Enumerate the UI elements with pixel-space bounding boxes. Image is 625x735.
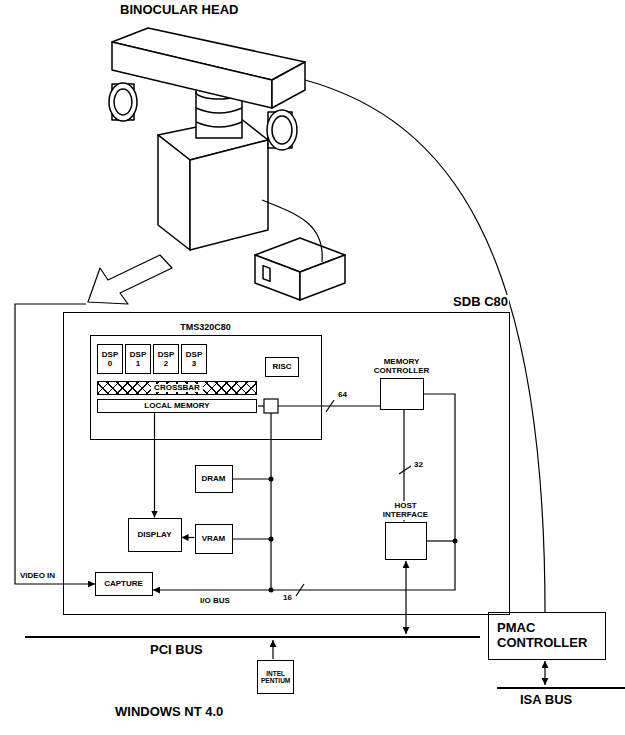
component-box: VRAM [195,524,233,554]
box-heading: SDB C80 [452,295,509,310]
component-box: CROSSBAR [97,381,257,395]
bus-label: VIDEO IN [20,571,55,580]
box-label: DSP 2 [156,350,176,368]
bus-label: 16 [283,593,292,602]
component-box: DSP 2 [153,344,179,374]
isa-bus-line [497,687,625,689]
component-box: DSP 1 [125,344,151,374]
bus-connector [182,537,195,538]
box-heading: MEMORY CONTROLLER [373,357,431,375]
binocular-head [109,28,305,250]
component-box: DSP 0 [97,344,123,374]
bus-junction [269,477,458,593]
component-box: DRAM [195,465,233,493]
bus-wires [15,304,545,685]
component-box: MEMORY CONTROLLER [380,378,424,410]
bus-connector [154,413,155,518]
box-label: VRAM [202,534,226,543]
box-label: DSP 0 [100,350,120,368]
box-label: CAPTURE [104,579,143,588]
cable [262,80,545,612]
component-box: DISPLAY [128,518,182,552]
component-box: DSP 3 [181,344,207,374]
component-box: LOCAL MEMORY [97,399,257,413]
bus-label: I/O BUS [200,596,230,605]
box-label: LOCAL MEMORY [144,401,209,410]
component-box: INTEL PENTIUM [257,660,294,694]
box-label: PMAC CONTROLLER [497,621,597,651]
box-label: INTEL PENTIUM [261,670,290,685]
component-box: CAPTURE [95,572,153,596]
caption-label: WINDOWS NT 4.0 [115,705,223,720]
box-label: DSP 3 [184,350,204,368]
board-box: SDB C80TMS320C80DSP 0DSP 1DSP 2DSP 3RISC… [63,312,510,615]
caption-label: PCI BUS [150,643,203,658]
box-label: RISC [272,362,291,371]
box-label: DISPLAY [138,530,172,539]
pci-bus-line [25,636,480,638]
box-heading: HOST INTERFACE [382,501,429,519]
caption-label: BINOCULAR HEAD [120,3,238,18]
caption-label: ISA BUS [520,693,572,708]
box-label: CROSSBAR [151,384,203,392]
bus-label: 32 [414,460,423,469]
component-box: RISC [265,357,299,377]
box-label: DRAM [202,474,226,483]
component-box: TMS320C80DSP 0DSP 1DSP 2DSP 3RISCCROSSBA… [90,335,322,440]
bus-label: 64 [338,390,347,399]
power-box [255,238,345,300]
box-label: DSP 1 [128,350,148,368]
component-box: HOST INTERFACE [385,522,427,560]
video-arrow [88,255,172,304]
component-box: PMAC CONTROLLER [488,612,606,660]
box-heading: TMS320C80 [179,322,232,332]
